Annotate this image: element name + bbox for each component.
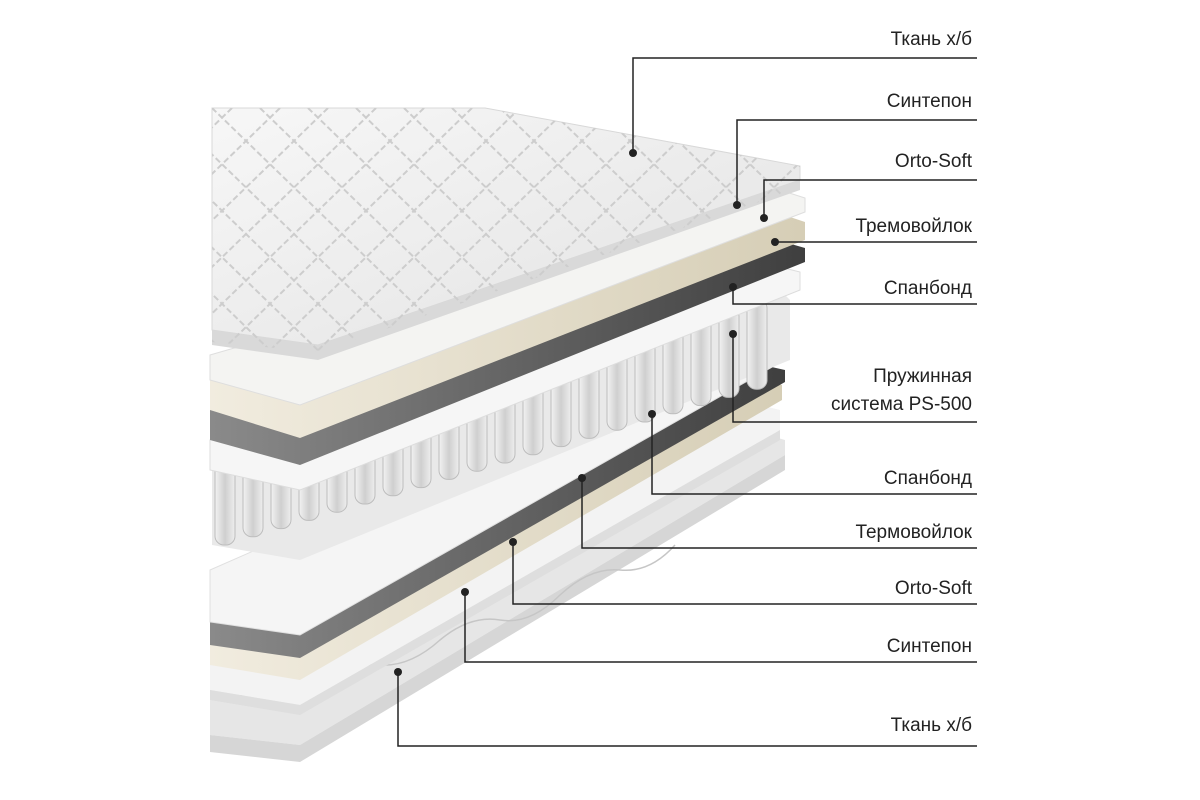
callout-dots bbox=[394, 149, 779, 676]
quilt-stitch bbox=[0, 108, 184, 360]
label-top-spanbond: Спанбонд bbox=[884, 278, 972, 299]
quilt-stitch bbox=[212, 108, 377, 352]
quilt-stitch bbox=[0, 108, 184, 360]
label-spring-system-line1: Пружинная bbox=[873, 366, 972, 387]
quilt-stitch bbox=[212, 108, 233, 352]
label-top-orto-soft: Orto-Soft bbox=[895, 151, 973, 172]
quilt-stitch bbox=[212, 108, 281, 352]
quilt-stitch bbox=[212, 108, 233, 352]
label-top-sintepon: Синтепон bbox=[887, 91, 972, 112]
layer-top-fabric bbox=[0, 107, 801, 360]
quilt-stitch bbox=[259, 108, 521, 352]
label-bottom-orto-soft: Orto-Soft bbox=[895, 578, 973, 599]
quilt-stitch bbox=[212, 108, 425, 352]
label-bottom-fabric: Ткань х/б bbox=[891, 715, 973, 736]
label-bottom-spanbond: Спанбонд bbox=[884, 468, 972, 489]
quilt-stitch bbox=[212, 108, 473, 352]
label-top-fabric: Ткань х/б bbox=[891, 29, 973, 50]
quilt-stitch bbox=[355, 108, 617, 352]
label-spring-system-line2: система PS-500 bbox=[831, 394, 972, 415]
spring-coil bbox=[746, 298, 768, 390]
layer-labels: Ткань х/б Синтепон Orto-Soft Тремовойлок… bbox=[831, 29, 973, 736]
label-bottom-sintepon: Синтепон bbox=[887, 636, 972, 657]
quilt-stitch bbox=[212, 108, 329, 352]
callout-lines bbox=[397, 57, 977, 747]
quilt-stitch bbox=[307, 108, 569, 352]
label-top-felt: Тремовойлок bbox=[855, 216, 972, 237]
label-bottom-felt: Термовойлок bbox=[855, 522, 972, 543]
